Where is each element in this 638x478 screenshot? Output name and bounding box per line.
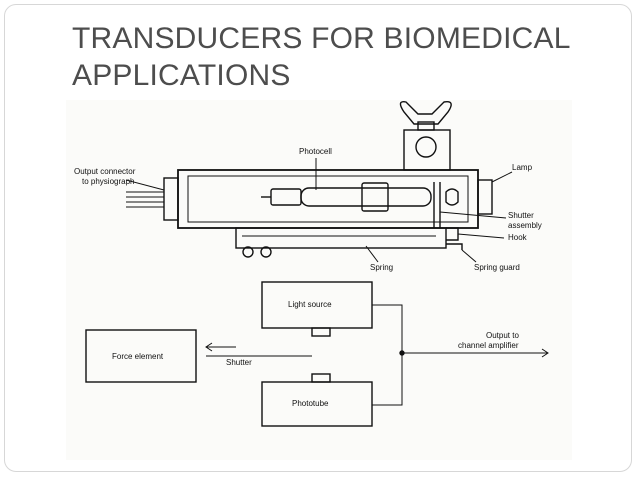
- force-element-box: [85, 329, 197, 383]
- label-output-1: Output to: [486, 331, 519, 340]
- connector: [163, 177, 179, 221]
- label-output-2: channel amplifier: [458, 341, 519, 350]
- leader-spring-guard: [461, 249, 477, 263]
- label-shutter: Shutter: [226, 358, 252, 367]
- figure-background: [66, 100, 572, 460]
- output-wires: [126, 191, 164, 208]
- leader-shutter: [439, 211, 507, 219]
- foot-mid: [260, 246, 272, 258]
- leader-spring: [365, 245, 379, 263]
- wing-nut: [399, 101, 452, 125]
- label-spring: Spring: [370, 263, 393, 272]
- leader-hook: [457, 233, 505, 239]
- foot-left: [242, 246, 254, 258]
- leader-output-connector: [125, 179, 165, 191]
- mount-hole: [415, 136, 437, 158]
- photocell-tube: [300, 187, 432, 207]
- leader-lamp: [491, 171, 513, 183]
- phototube-tab: [311, 373, 331, 383]
- block-diagram: [85, 281, 549, 427]
- label-shutter-2: assembly: [508, 221, 542, 230]
- label-photocell: Photocell: [299, 147, 332, 156]
- transducer-figure: Photocell Output connector to physiograp…: [66, 100, 572, 460]
- label-output-connector-1: Output connector: [74, 167, 136, 176]
- shutter-plate: [433, 182, 441, 228]
- transducer-drawing: [125, 101, 513, 263]
- base-plate: [235, 227, 447, 249]
- label-light-source: Light source: [288, 300, 332, 309]
- output-arrow: [402, 348, 549, 358]
- label-shutter-1: Shutter: [508, 211, 534, 220]
- light-source-tab: [311, 327, 331, 337]
- label-output-connector-2: to physiograph: [82, 177, 134, 186]
- label-spring-guard: Spring guard: [474, 263, 520, 272]
- label-hook: Hook: [508, 233, 528, 242]
- label-phototube: Phototube: [292, 399, 329, 408]
- slide-title: TRANSDUCERS FOR BIOMEDICAL APPLICATIONS: [72, 22, 570, 92]
- spring-guard: [446, 243, 463, 250]
- photocell-clamp: [361, 182, 389, 212]
- label-lamp: Lamp: [512, 163, 533, 172]
- housing-inner: [187, 175, 469, 223]
- lamp-base: [477, 179, 493, 215]
- lamp-bulb: [445, 188, 459, 206]
- shutter-arrow-left: [205, 342, 236, 352]
- label-force-element: Force element: [112, 352, 164, 361]
